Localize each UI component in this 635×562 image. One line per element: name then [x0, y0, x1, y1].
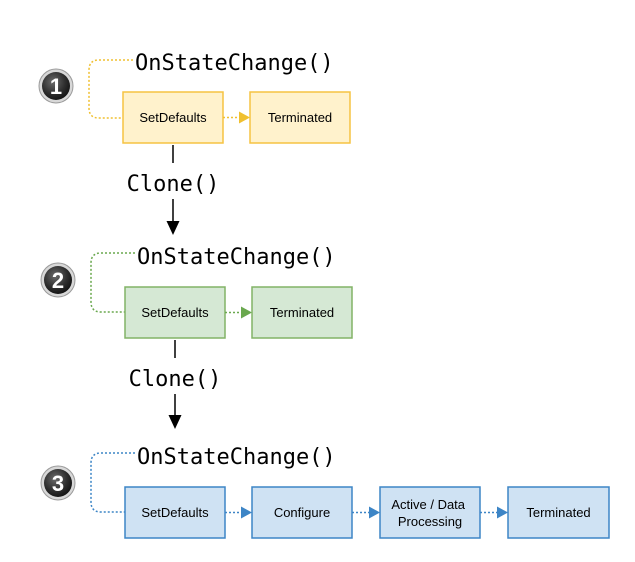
callback-connector-1 — [88, 59, 133, 119]
state-box-terminated-3 — [507, 486, 610, 539]
state-label-active-line2: Processing — [398, 514, 462, 529]
state-label-setdefaults-2: SetDefaults — [141, 305, 209, 320]
state-label-setdefaults-3: SetDefaults — [141, 505, 209, 520]
callback-label-1: OnStateChange() — [135, 51, 334, 76]
step-number-2: 2 — [52, 268, 64, 293]
arrowhead-1 — [239, 111, 250, 124]
state-box-setdefaults-3 — [124, 486, 226, 539]
arrowhead-3a — [241, 506, 252, 519]
arrowhead-3b — [369, 506, 380, 519]
step-badge-3: 3 — [40, 465, 76, 501]
state-box-configure-3 — [251, 486, 353, 539]
state-label-terminated-1: Terminated — [268, 110, 332, 125]
state-box-setdefaults-1 — [122, 91, 224, 144]
state-label-terminated-3: Terminated — [526, 505, 590, 520]
arrowhead-2 — [241, 306, 252, 319]
step-number-3: 3 — [52, 471, 64, 496]
callback-label-3: OnStateChange() — [137, 445, 336, 470]
clone-transition-1: Clone() — [127, 145, 220, 235]
stage-1: 1 OnStateChange() SetDefaults Terminated — [38, 51, 351, 144]
step-badge-2: 2 — [40, 262, 76, 298]
step-badge-1: 1 — [38, 68, 74, 104]
callback-connector-3 — [90, 452, 135, 513]
clone-label-1: Clone() — [127, 172, 220, 197]
arrowhead-3c — [497, 506, 508, 519]
callback-label-2: OnStateChange() — [137, 245, 336, 270]
state-box-active-3 — [379, 486, 481, 539]
step-number-1: 1 — [50, 74, 62, 99]
state-box-terminated-2 — [251, 286, 353, 339]
state-label-setdefaults-1: SetDefaults — [139, 110, 207, 125]
clone-arrowhead-1 — [166, 221, 180, 235]
state-box-terminated-1 — [249, 91, 351, 144]
state-label-active-3: Active / Data Processing — [391, 497, 468, 529]
callback-connector-2 — [90, 252, 135, 313]
clone-label-2: Clone() — [129, 367, 222, 392]
stage-2: 2 OnStateChange() SetDefaults Terminated — [40, 245, 353, 339]
clone-transition-2: Clone() — [129, 340, 222, 429]
stage-3: 3 OnStateChange() SetDefaults Configure … — [40, 445, 610, 539]
clone-arrowhead-2 — [168, 415, 182, 429]
state-label-terminated-2: Terminated — [270, 305, 334, 320]
state-label-active-line1: Active / Data — [391, 497, 465, 512]
state-label-configure-3: Configure — [274, 505, 330, 520]
state-box-setdefaults-2 — [124, 286, 226, 339]
